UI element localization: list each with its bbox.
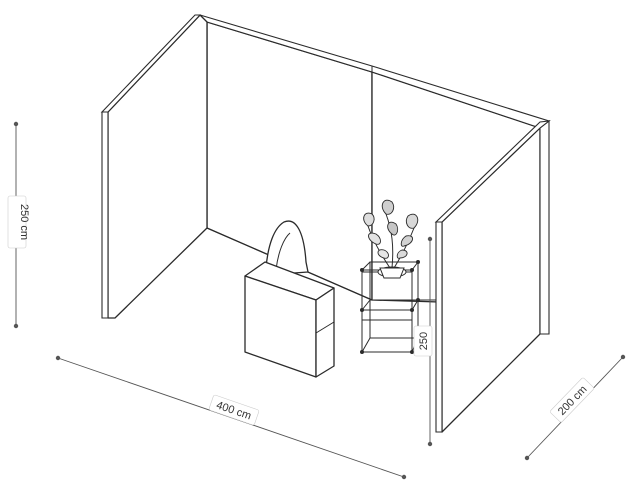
- height-label: 250 cm: [18, 204, 30, 240]
- counter: [244, 261, 335, 378]
- width-dimension: 400 cm: [55, 355, 407, 480]
- inner-height-dimension: 250: [413, 236, 433, 447]
- inner-height-label: 250: [418, 332, 430, 350]
- right-side-wall: [434, 119, 551, 433]
- potted-plant-icon: [363, 199, 419, 279]
- chair: [265, 220, 309, 276]
- height-dimension: 250 cm: [7, 121, 30, 329]
- depth-dimension: 200 cm: [524, 354, 626, 461]
- left-side-wall: [100, 14, 208, 319]
